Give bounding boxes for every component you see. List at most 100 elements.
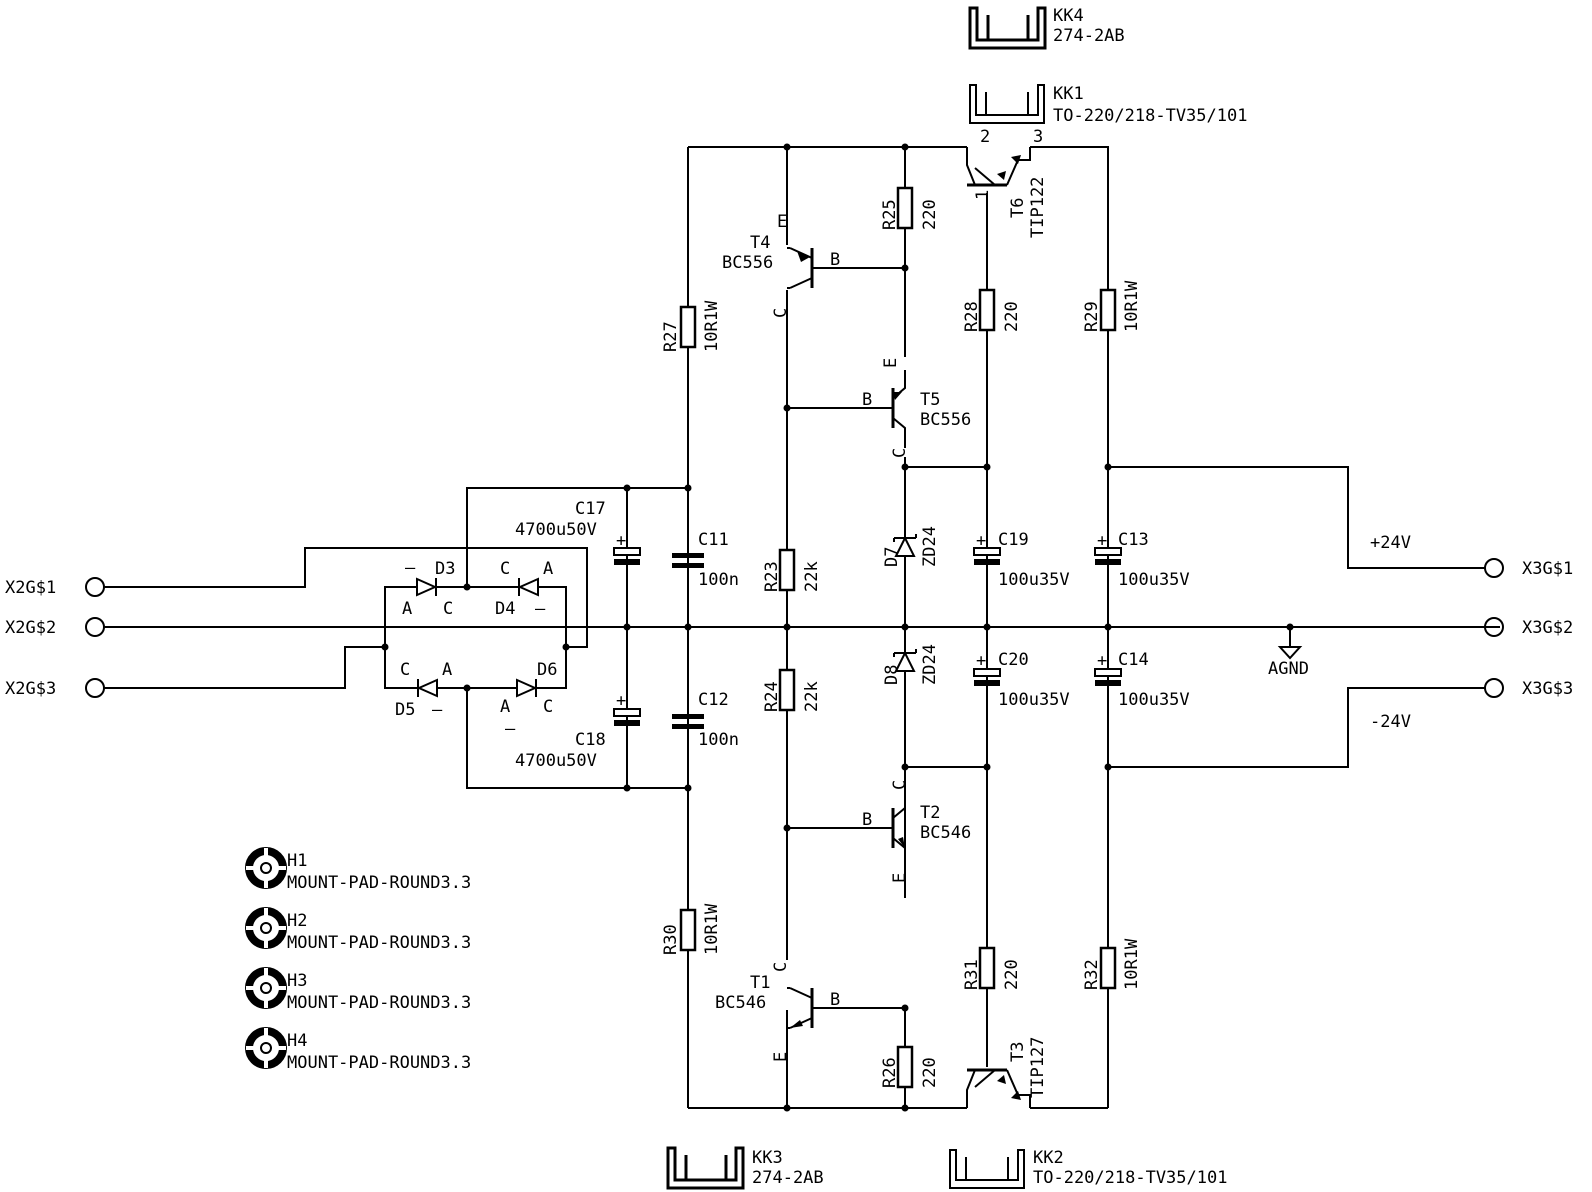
transistor-ref: T6 [1008, 198, 1028, 218]
pin-label-anode: A [402, 599, 412, 619]
pin-label-emitter: E [890, 873, 910, 883]
resistor-value: 10R1W [702, 300, 722, 352]
heatsink-ref: KK3 [752, 1148, 783, 1168]
mount-pad-ref: H3 [287, 971, 307, 991]
rail-label-negative: -24V [1370, 712, 1411, 732]
heatsink-value: TO-220/218-TV35/101 [1033, 1168, 1227, 1188]
heatsink-ref: KK2 [1033, 1148, 1064, 1168]
polarity-plus: + [1097, 531, 1107, 551]
diode-ref: D6 [537, 660, 557, 680]
transistor-t4: E B C T4 BC556 [722, 212, 840, 318]
mount-pad-value: MOUNT-PAD-ROUND3.3 [287, 993, 471, 1013]
resistor-r29: R29 10R1W [1082, 280, 1142, 332]
resistor-value: 220 [1002, 301, 1022, 332]
pin-label-anode: A [442, 660, 452, 680]
pin-label-cathode: C [543, 697, 553, 717]
capacitor-value: 100n [698, 730, 739, 750]
mount-pad-h2: H2 MOUNT-PAD-ROUND3.3 [245, 907, 471, 953]
transistor-value: TIP127 [1028, 1037, 1048, 1098]
mount-pad-value: MOUNT-PAD-ROUND3.3 [287, 873, 471, 893]
resistor-ref: R30 [661, 924, 681, 955]
resistor-ref: R32 [1082, 959, 1102, 990]
capacitor-ref: C12 [698, 690, 729, 710]
resistor-ref: R28 [962, 301, 982, 332]
polarity-minus: — [535, 599, 546, 619]
resistor-value: 220 [1002, 959, 1022, 990]
transistor-t3: T3 TIP127 [966, 1037, 1048, 1108]
polarity-plus: + [976, 531, 986, 551]
pin-label-1: 1 [973, 190, 993, 200]
diode-ref: D3 [435, 559, 455, 579]
rail-label-positive: +24V [1370, 533, 1411, 553]
diode-d5: D5 C A — [395, 660, 452, 720]
capacitor-value: 100u35V [1118, 690, 1190, 710]
capacitor-value: 100u35V [998, 570, 1070, 590]
resistor-value: 220 [920, 1057, 940, 1088]
pin-label-base: B [862, 390, 872, 410]
transistor-ref: T3 [1008, 1042, 1028, 1062]
resistor-ref: R24 [762, 681, 782, 712]
polarity-minus: — [405, 558, 416, 578]
capacitor-c14: + C14 100u35V [1094, 650, 1190, 710]
terminal-x2g-1: X2G$1 [5, 577, 105, 598]
transistor-value: BC546 [715, 993, 766, 1013]
terminal-x3g-2: X3G$2 [1484, 617, 1573, 638]
pin-label-anode: A [500, 697, 510, 717]
capacitor-value: 4700u50V [515, 751, 597, 771]
mount-pad-ref: H2 [287, 911, 307, 931]
transistor-ref: T5 [920, 390, 940, 410]
diode-ref: D5 [395, 700, 415, 720]
capacitor-c20: + C20 100u35V [973, 650, 1070, 710]
transistor-t2: C B E T2 BC546 [862, 780, 971, 883]
pin-label-base: B [862, 810, 872, 830]
terminal-x2g-2: X2G$2 [5, 617, 105, 638]
diode-d4: D4 C A — [495, 559, 553, 619]
capacitor-ref: C14 [1118, 650, 1149, 670]
transistor-ref: T2 [920, 803, 940, 823]
heatsink-value: TO-220/218-TV35/101 [1053, 106, 1247, 126]
mount-pad-h1: H1 MOUNT-PAD-ROUND3.3 [245, 847, 471, 893]
capacitor-value: 100u35V [998, 690, 1070, 710]
capacitor-value: 4700u50V [515, 520, 597, 540]
resistor-ref: R31 [962, 959, 982, 990]
resistor-r25: R25 220 [880, 186, 940, 230]
resistor-ref: R29 [1082, 301, 1102, 332]
pin-label-cathode: C [400, 660, 410, 680]
terminal-x3g-3: X3G$3 [1484, 678, 1573, 699]
resistor-r30: R30 10R1W [661, 903, 722, 955]
capacitor-ref: C13 [1118, 530, 1149, 550]
resistor-r23: R23 22k [762, 548, 822, 592]
diode-d6: D6 A C — [500, 660, 557, 739]
resistor-r31: R31 220 [962, 946, 1022, 990]
resistor-ref: R23 [762, 561, 782, 592]
transistor-value: BC556 [920, 410, 971, 430]
capacitor-ref: C20 [998, 650, 1029, 670]
terminal-label: X3G$2 [1522, 618, 1573, 638]
heatsink-ref: KK4 [1053, 6, 1084, 26]
mount-pad-h3: H3 MOUNT-PAD-ROUND3.3 [245, 967, 471, 1013]
heatsink-ref: KK1 [1053, 84, 1084, 104]
pin-label-collector: C [890, 780, 910, 790]
zener-d8: D8 ZD24 [882, 644, 940, 685]
diode-ref: D4 [495, 599, 515, 619]
resistor-value: 10R1W [1122, 280, 1142, 332]
pin-label-anode: A [543, 559, 553, 579]
polarity-plus: + [616, 691, 626, 711]
resistor-r26: R26 220 [880, 1045, 940, 1089]
heatsink-value: 274-2AB [752, 1168, 824, 1188]
terminal-label: X2G$3 [5, 679, 56, 699]
capacitor-c19: + C19 100u35V [973, 530, 1070, 590]
zener-ref: D7 [882, 547, 902, 567]
heatsink-kk2: KK2 TO-220/218-TV35/101 [949, 1148, 1227, 1189]
terminal-label: X2G$2 [5, 618, 56, 638]
resistor-value: 10R1W [1122, 938, 1142, 990]
capacitor-ref: C11 [698, 530, 729, 550]
pin-label-collector: C [890, 448, 910, 458]
terminal-x3g-1: X3G$1 [1484, 558, 1573, 579]
transistor-value: BC556 [722, 253, 773, 273]
resistor-value: 22k [802, 561, 822, 592]
pin-label-2: 2 [980, 127, 990, 147]
capacitor-c11: C11 100n [672, 530, 739, 590]
zener-d7: D7 ZD24 [882, 526, 940, 567]
heatsink-kk4: KK4 274-2AB [968, 6, 1125, 50]
